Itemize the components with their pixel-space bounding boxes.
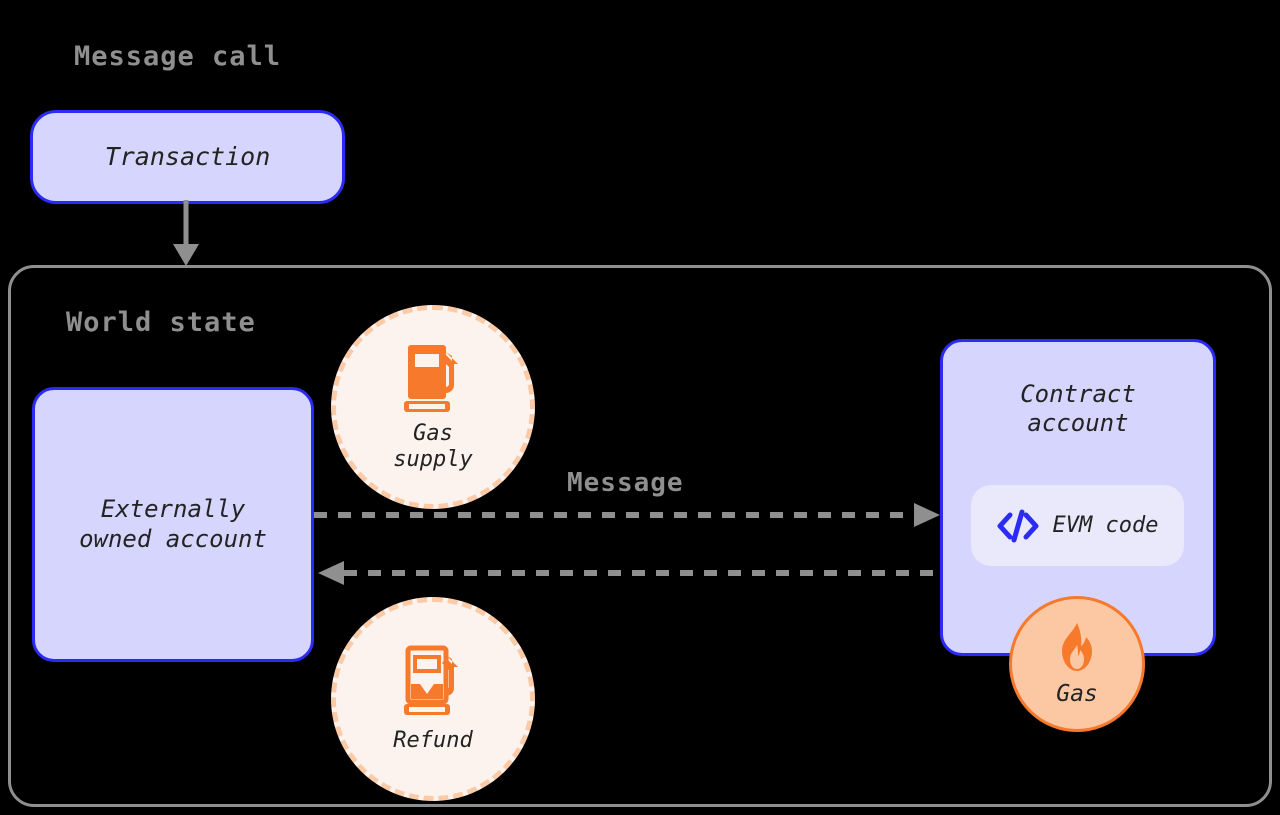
evm-code-pill[interactable]: EVM code	[971, 485, 1184, 566]
gas-pump-partial-icon	[404, 645, 458, 715]
gas-supply-label: Gas supply	[393, 420, 473, 472]
transaction-label: Transaction	[104, 141, 271, 171]
world-state-container	[8, 265, 1272, 807]
gas-pump-full-icon	[404, 344, 458, 412]
externally-owned-account-node[interactable]: Externally owned account	[32, 387, 314, 662]
gas-badge-label: Gas	[1056, 681, 1098, 707]
transaction-to-world-state-arrow	[160, 200, 212, 270]
flame-icon	[1062, 623, 1092, 671]
code-icon	[997, 509, 1039, 542]
evm-code-label: EVM code	[1052, 513, 1159, 538]
message-arrows-group	[310, 495, 950, 595]
message-forward-arrow	[314, 503, 940, 527]
transaction-node[interactable]: Transaction	[30, 110, 345, 204]
refund-label: Refund	[393, 727, 473, 753]
world-state-title: World state	[66, 307, 256, 338]
message-return-arrow	[318, 561, 946, 585]
refund-badge: Refund	[331, 597, 535, 801]
message-call-title: Message call	[74, 41, 282, 72]
contract-account-label: Contract account	[1020, 380, 1136, 438]
arrow-down-icon	[173, 200, 199, 266]
message-label: Message	[567, 468, 684, 498]
gas-supply-badge: Gas supply	[331, 305, 535, 509]
gas-badge: Gas	[1009, 596, 1145, 732]
externally-owned-account-label: Externally owned account	[79, 495, 267, 553]
